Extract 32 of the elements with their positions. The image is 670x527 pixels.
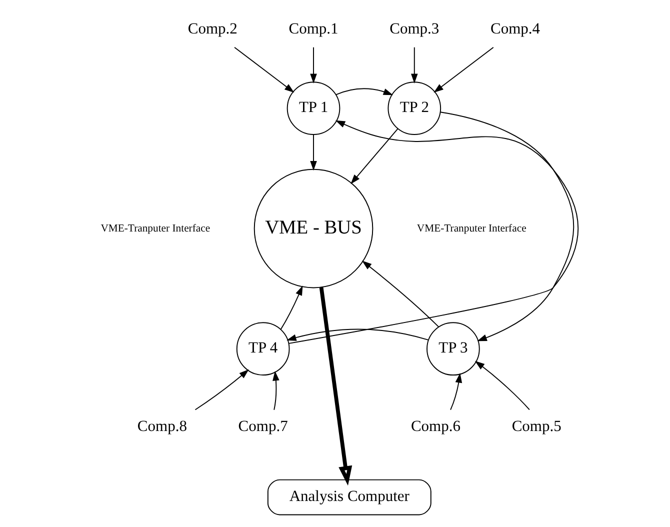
- node-text: Comp.3: [390, 20, 440, 38]
- node-text: Comp.8: [137, 418, 187, 436]
- node-circle: TP 2: [388, 82, 442, 135]
- arrow: [474, 360, 530, 410]
- arrow: [280, 286, 303, 330]
- arrow: [440, 112, 574, 342]
- node-text: Comp.5: [512, 418, 562, 436]
- node-text: Comp.2: [188, 20, 238, 38]
- node-text: Comp.6: [410, 418, 460, 436]
- arrow: [288, 120, 579, 344]
- node-circle: TP 4: [236, 322, 290, 376]
- node-text: Comp.1: [288, 20, 338, 38]
- node-circle: TP 3: [426, 322, 480, 376]
- arrow: [234, 46, 294, 93]
- arrow: [350, 128, 398, 184]
- arrow: [310, 46, 317, 84]
- arrow: [194, 369, 249, 410]
- node-text: Comp.4: [490, 20, 540, 38]
- arrow: [272, 370, 280, 410]
- arrow: [286, 328, 429, 341]
- node-box: Analysis Computer: [267, 479, 432, 516]
- label: VME-Tranputer Interface: [100, 223, 210, 234]
- node-circle: TP 1: [286, 82, 340, 135]
- node-text: Comp.7: [238, 418, 288, 436]
- arrow: [319, 287, 352, 486]
- arrow: [411, 46, 418, 84]
- arrow: [362, 260, 439, 328]
- arrow: [434, 46, 494, 93]
- label: VME-Tranputer Interface: [416, 223, 526, 234]
- arrow: [336, 88, 394, 96]
- arrow: [310, 134, 317, 171]
- arrow: [450, 373, 462, 410]
